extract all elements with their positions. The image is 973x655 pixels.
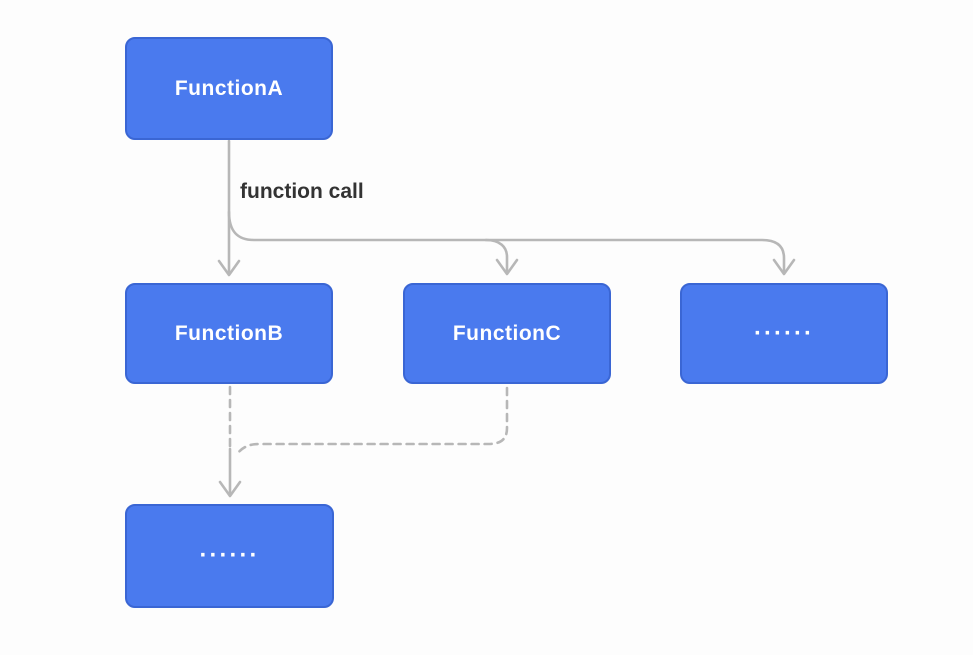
node-function-c-label: FunctionC [452, 321, 562, 345]
node-function-c: FunctionC [403, 283, 611, 384]
node-function-a-label: FunctionA [174, 76, 284, 100]
arrowhead-ellipsis-bottom [218, 480, 242, 498]
arrowhead-ellipsis-right [772, 258, 796, 276]
node-ellipsis-bottom-label: ······ [199, 542, 260, 569]
arrowhead-function-c [495, 258, 519, 276]
edge-branch-to-c [484, 238, 509, 275]
edge-a-branch-horizontal [227, 210, 786, 275]
node-function-b-label: FunctionB [174, 321, 284, 345]
node-ellipsis-right: ······ [680, 283, 888, 384]
edge-label-function-call: function call [240, 180, 364, 203]
node-function-b: FunctionB [125, 283, 333, 384]
edge-c-down-dashed [234, 386, 509, 458]
node-ellipsis-right-label: ······ [754, 319, 814, 347]
arrowhead-function-b [217, 259, 241, 277]
node-ellipsis-bottom: ······ [125, 504, 334, 608]
node-function-a: FunctionA [125, 37, 333, 140]
